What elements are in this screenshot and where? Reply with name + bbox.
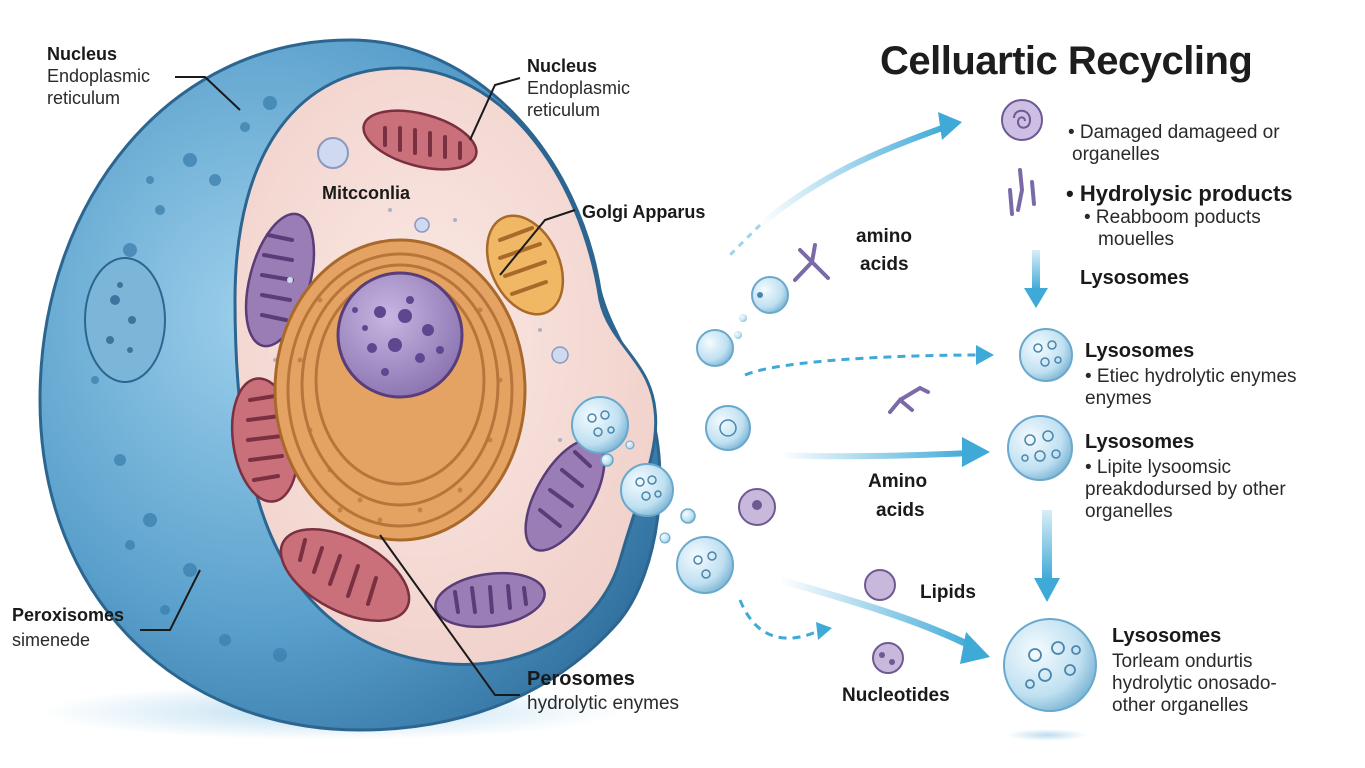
label-er-top-center-line2: reticulum bbox=[527, 100, 601, 120]
page-title: Celluartic Recycling bbox=[880, 39, 1253, 83]
leader-lines bbox=[140, 76, 576, 696]
label-mitochondria: Mitcconlia bbox=[322, 183, 411, 203]
label-peroxisomes-sub: simenede bbox=[12, 630, 91, 650]
label-amino-acids-mid-line2: acids bbox=[876, 500, 925, 521]
label-er-top-left-line1: Endoplasmic bbox=[47, 66, 151, 86]
right-item3-line1: • Etiec hydrolytic enymes bbox=[1085, 366, 1297, 387]
right-item3-title: Lysosomes bbox=[1085, 340, 1195, 362]
right-item2-line1: • Reabboom poducts bbox=[1084, 207, 1261, 228]
right-item2-line2: mouelles bbox=[1098, 229, 1175, 250]
label-amino-acids-top-line2: acids bbox=[860, 254, 909, 275]
label-nucleotides: Nucleotides bbox=[842, 685, 950, 706]
pathway-arrows bbox=[728, 112, 1060, 664]
label-amino-acids-top-line1: amino bbox=[856, 226, 912, 247]
right-item5-line1: Torleam ondurtis bbox=[1112, 651, 1253, 672]
nucleus bbox=[336, 271, 464, 399]
label-amino-acids-mid-line1: Amino bbox=[868, 471, 928, 492]
right-item5-line3: other organelles bbox=[1112, 695, 1249, 716]
label-perosomes: Perosomes bbox=[527, 668, 635, 690]
cytoplasm-vesicles bbox=[287, 137, 569, 364]
label-er-top-left-line2: reticulum bbox=[47, 88, 121, 108]
right-item2-title: • Hydrolysic products bbox=[1066, 181, 1293, 206]
label-peroxisomes: Peroxisomes bbox=[12, 605, 125, 625]
label-perosomes-sub: hydrolytic enymes bbox=[527, 693, 680, 714]
right-item4-line1: • Lipite lysoomsic bbox=[1085, 457, 1232, 478]
right-lysosomes-label: Lysosomes bbox=[1080, 267, 1190, 289]
right-lysosome-icons bbox=[1001, 99, 1097, 741]
mitochondrion-top bbox=[362, 109, 478, 171]
right-item5-line2: hydrolytic onosado- bbox=[1112, 673, 1277, 694]
right-item4-line2: preakdodursed by other bbox=[1085, 479, 1286, 500]
amino-acid-molecule-icon bbox=[793, 168, 1036, 414]
label-lipids: Lipids bbox=[920, 582, 976, 603]
label-golgi: Golgi Apparus bbox=[582, 202, 706, 222]
right-item4-title: Lysosomes bbox=[1085, 431, 1195, 453]
right-item1-line2: organelles bbox=[1072, 144, 1160, 165]
label-er-top-center-line1: Endoplasmic bbox=[527, 78, 631, 98]
pathway-vesicles bbox=[676, 276, 904, 674]
right-item1-line1: • Damaged damageed or bbox=[1068, 122, 1280, 143]
label-nucleus-top-left: Nucleus bbox=[47, 44, 118, 64]
mitochondrion-bottom-right bbox=[434, 571, 546, 629]
right-item5-title: Lysosomes bbox=[1112, 625, 1222, 647]
right-item4-line3: organelles bbox=[1085, 501, 1173, 522]
mitochondrion-bottom bbox=[279, 528, 411, 622]
label-nucleus-top-center: Nucleus bbox=[527, 56, 598, 76]
right-item3-line2: enymes bbox=[1085, 388, 1152, 409]
budding-lysosomes bbox=[571, 396, 696, 544]
